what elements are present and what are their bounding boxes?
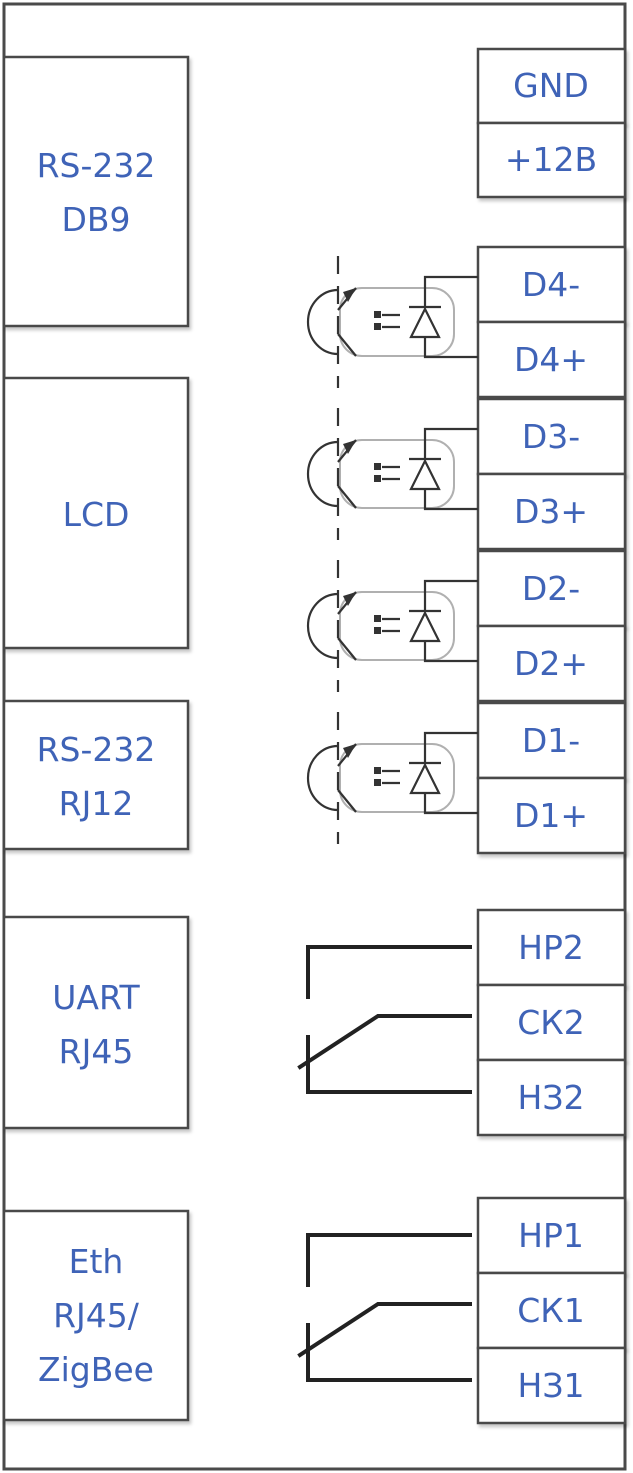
optocoupler-symbols [306,256,478,844]
terminal-relay2-no-label: НЗ2 [518,1078,585,1117]
block-label-line: RS-232 [37,730,156,769]
interface-block-rs232-db9: RS-232 DB9 [2,55,190,328]
relay-contact-symbols [297,945,472,1382]
optocoupler-icon [306,408,478,540]
terminal-d4-minus-label: D4- [522,265,580,304]
terminal-d2-minus-label: D2- [522,569,580,608]
terminal-12v-label: +12B [505,140,597,179]
terminal-relay1-no-label: НЗ1 [518,1366,585,1405]
relay-contact-icon [297,945,472,1094]
input-terminal-block: D4- D4+ D3- D3+ D2- D2+ D1- D1+ [476,245,627,855]
terminal-relay2-com-label: СК2 [517,1003,584,1042]
interface-block-lcd: LCD [2,376,190,650]
block-label-line: RJ45/ [53,1296,140,1335]
optocoupler-icon [306,712,478,844]
terminal-relay1-nc-label: НР1 [518,1216,584,1255]
relay-terminal-block: НР2 СК2 НЗ2 НР1 СК1 НЗ1 [476,908,627,1425]
block-label-line: Eth [69,1242,124,1281]
terminal-d3-minus-label: D3- [522,417,580,456]
block-label-line: LCD [63,495,130,534]
terminal-d1-plus-label: D1+ [514,796,588,835]
block-label-line: UART [52,978,140,1017]
block-label-line: RS-232 [37,146,156,185]
interface-block-eth-rj45-zigbee: Eth RJ45/ ZigBee [2,1209,190,1422]
optocoupler-icon [306,560,478,692]
block-label-line: RJ45 [59,1032,134,1071]
terminal-d1-minus-label: D1- [522,721,580,760]
optocoupler-icon [306,256,478,388]
terminal-d2-plus-label: D2+ [514,644,588,683]
relay-contact-icon [297,1233,472,1382]
block-label-line: RJ12 [59,784,134,823]
terminal-d4-plus-label: D4+ [514,340,588,379]
interface-block-rs232-rj12: RS-232 RJ12 [2,699,190,851]
block-label-line: DB9 [61,200,130,239]
terminal-relay2-nc-label: НР2 [518,928,584,967]
terminal-d3-plus-label: D3+ [514,492,588,531]
power-terminal-block: GND +12B [476,47,627,199]
interface-block-uart-rj45: UART RJ45 [2,915,190,1130]
terminal-relay1-com-label: СК1 [517,1291,584,1330]
block-label-line: ZigBee [38,1350,154,1389]
terminal-gnd-label: GND [513,66,589,105]
